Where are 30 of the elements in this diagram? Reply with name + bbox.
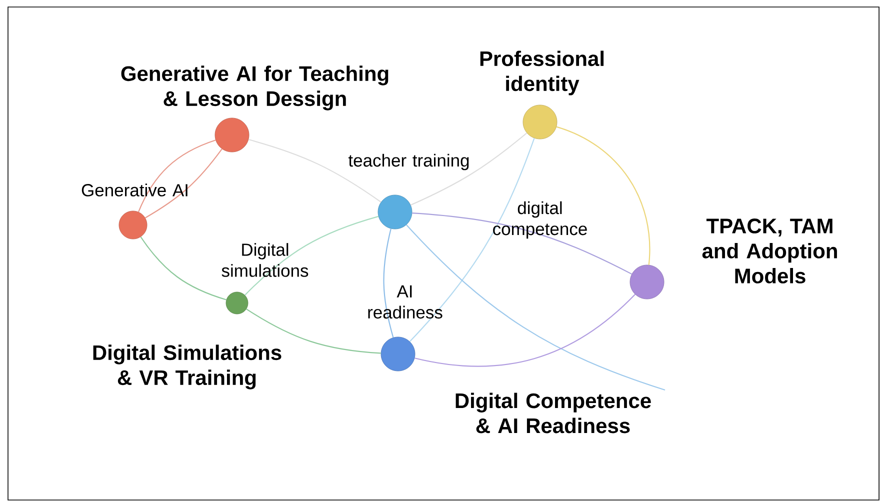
connector-line <box>406 224 666 391</box>
connector-line <box>412 212 632 275</box>
labeled-circle-node: TPACK, TAM and Adoption Models <box>630 218 837 300</box>
connector-line <box>410 132 528 206</box>
node-label: Digital Competence & AI Readiness <box>456 392 651 434</box>
connector-line <box>414 294 636 367</box>
circle-node <box>378 194 412 230</box>
connector-line <box>138 140 216 212</box>
text-label: digital competence <box>493 201 587 239</box>
connector-line <box>556 126 650 265</box>
connector-line <box>246 308 381 354</box>
text-label: AI readiness <box>368 285 442 319</box>
circle-node <box>118 210 148 240</box>
connector-line <box>144 148 222 218</box>
text-label: teacher training <box>348 154 469 170</box>
text-label: Digital simulations <box>222 243 308 277</box>
connector-line <box>140 236 226 300</box>
connector-line <box>244 216 379 296</box>
text-label: Generative AI <box>82 184 188 196</box>
labeled-circle-node: Digital Competence & AI Readiness <box>380 336 651 434</box>
labeled-circle-node: Professional identity <box>480 50 604 140</box>
connector-line <box>383 228 394 338</box>
labeled-circle-node: Digital Simulations & VR Training <box>93 292 282 390</box>
connector-line <box>409 138 535 342</box>
connector-line <box>248 139 382 203</box>
node-label: Professional identity <box>480 50 604 96</box>
node-label: Generative AI for Teaching & Lesson Dessign <box>121 66 388 110</box>
labeled-circle-node: Generative AI for Teaching & Lesson Dessign <box>121 66 388 152</box>
node-label: Digital Simulations & VR Training <box>93 344 282 390</box>
node-label: TPACK, TAM and Adoption Models <box>702 218 837 284</box>
